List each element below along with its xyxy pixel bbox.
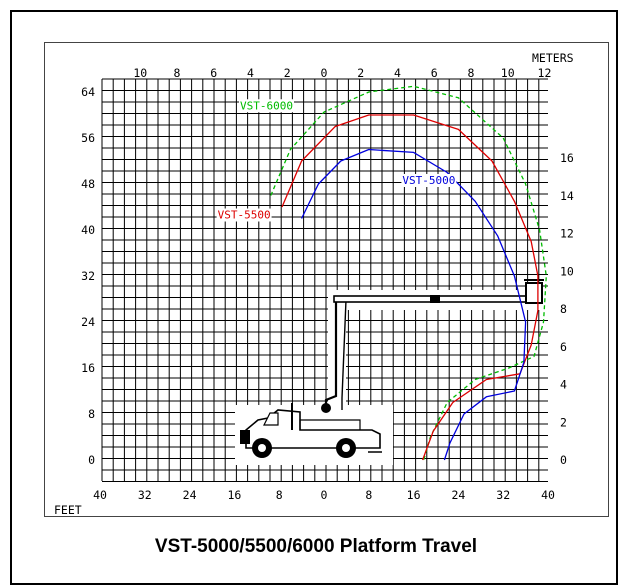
truck-bed [299,419,361,430]
series-label-background [216,208,272,222]
y-tick-label-feet: 40 [81,223,95,237]
x-tick-label-feet: 32 [138,488,152,502]
truck-window [263,412,279,426]
series-line-vst-5500 [281,114,539,461]
x-tick-label-meters: 6 [431,66,438,80]
lower-boom-cylinder [341,299,347,410]
y-tick-label-feet: 48 [81,177,95,191]
y-tick-label-feet: 16 [81,361,95,375]
aerial-lift-truck-illustration [235,279,548,465]
x-tick-label-feet: 0 [321,488,328,502]
x-tick-label-feet: 8 [276,488,283,502]
x-tick-label-feet: 40 [541,488,555,502]
x-tick-label-feet: 16 [227,488,241,502]
x-tick-label-meters: 0 [321,66,328,80]
x-tick-label-feet: 24 [451,488,465,502]
y-tick-label-feet: 56 [81,131,95,145]
y-tick-label-meters: 14 [560,189,574,203]
x-tick-label-meters: 8 [174,66,181,80]
y-tick-label-meters: 2 [560,415,567,429]
x-tick-label-meters: 4 [394,66,401,80]
chart-grid [101,78,548,482]
y-tick-label-feet: 0 [88,453,95,467]
truck-grille [240,430,250,444]
y-tick-label-meters: 4 [560,378,567,392]
platform-basket [525,282,543,304]
x-tick-label-meters: 10 [133,66,147,80]
y-tick-label-meters: 12 [560,227,574,241]
x-tick-label-meters: 2 [357,66,364,80]
x-tick-label-feet: 8 [365,488,372,502]
y-tick-label-feet: 64 [81,85,95,99]
series-label-vst-5000: VST-5000 [402,174,455,187]
y-tick-label-meters: 6 [560,340,567,354]
truck-hub [342,444,350,452]
x-tick-label-meters: 8 [468,66,475,80]
chart-area-border [44,42,609,517]
x-tick-label-feet: 40 [93,488,107,502]
figure-caption: VST-5000/5500/6000 Platform Travel [154,536,478,557]
y-tick-label-meters: 8 [560,302,567,316]
x-tick-label-meters: 6 [210,66,217,80]
series-line-vst-6000 [270,85,547,461]
turntable [321,403,331,413]
y-tick-label-feet: 32 [81,269,95,283]
truck-hub [258,444,266,452]
x-axis-label-feet: FEET [54,503,82,517]
x-tick-label-meters: 2 [284,66,291,80]
series-label-background [239,99,294,113]
series-label-background [401,174,457,187]
y-tick-label-meters: 0 [560,453,567,467]
x-tick-label-feet: 24 [183,488,197,502]
y-tick-label-feet: 24 [81,315,95,329]
x-tick-label-feet: 16 [407,488,421,502]
y-tick-label-meters: 16 [560,151,574,165]
x-tick-label-meters: 10 [501,66,515,80]
series-label-vst-6000: VST-6000 [240,99,293,112]
reach-curves [270,85,547,461]
y-tick-label-feet: 8 [88,407,95,421]
series-line-vst-5000 [301,148,527,461]
x-tick-label-meters: 4 [247,66,254,80]
boom-joint [430,295,440,303]
x-tick-label-feet: 32 [496,488,510,502]
x-tick-label-meters: 12 [538,66,552,80]
x-axis-label-meters: METERS [532,51,574,65]
y-tick-label-meters: 10 [560,264,574,278]
series-label-vst-5500: VST-5500 [218,209,271,222]
